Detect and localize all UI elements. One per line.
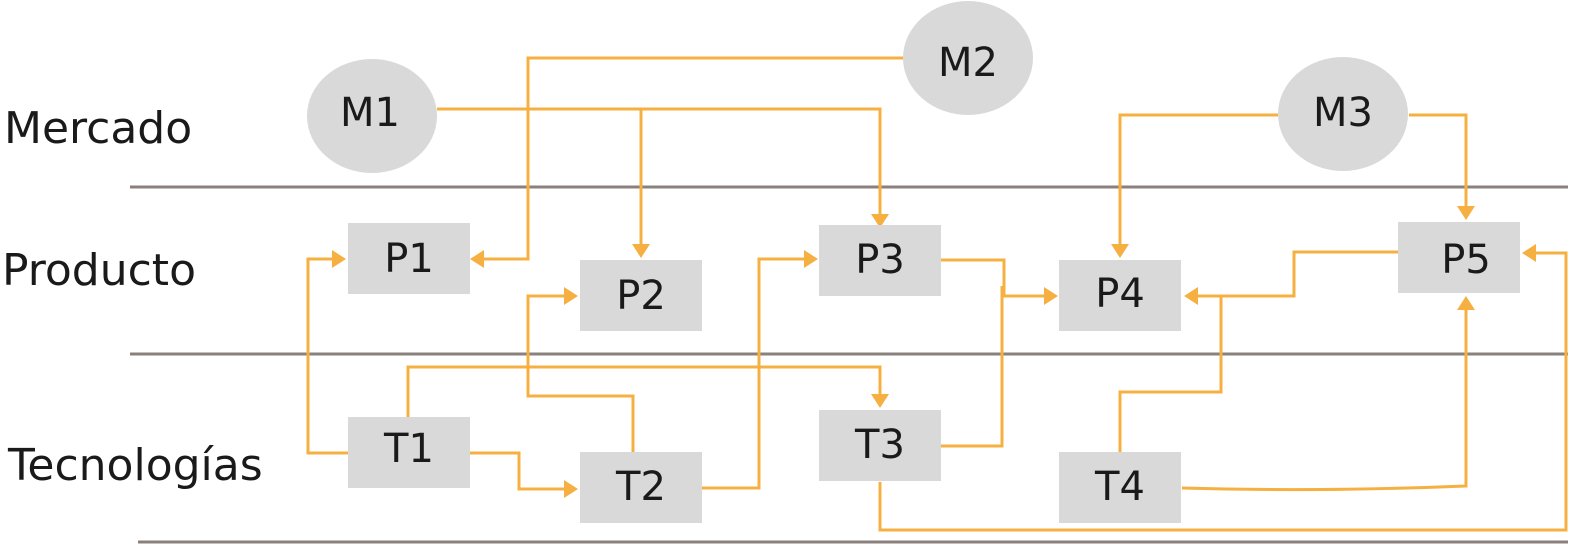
connector-t3-p5 [878, 251, 1568, 532]
connector-t1-t3 [406, 365, 882, 417]
market-m2: M2 [903, 1, 1033, 115]
connector-t1-p1 [306, 257, 348, 455]
technology-t4-box [1059, 452, 1181, 523]
arrowhead-t1-t3 [871, 394, 889, 408]
technology-t4-label: T4 [1094, 464, 1145, 510]
product-p4-label: P4 [1095, 271, 1145, 317]
technology-t3: T3 [819, 410, 941, 481]
product-p3-label: P3 [855, 237, 905, 283]
market-m1-label: M1 [340, 90, 400, 136]
connectors [306, 56, 1568, 532]
connector-t3-p4 [941, 286, 1004, 448]
market-m1-shape [307, 59, 437, 173]
market-m3-label: M3 [1313, 90, 1373, 136]
arrowhead-p3-p4 [1044, 287, 1058, 305]
connector-p3-p4 [941, 258, 1046, 298]
product-p1: P1 [348, 223, 470, 294]
connector-m3-p4 [1118, 113, 1278, 246]
arrowhead-t1-p1 [332, 250, 346, 268]
arrowhead-t1-t2 [564, 480, 578, 498]
technology-t4: T4 [1059, 452, 1181, 523]
technology-t3-label: T3 [854, 422, 905, 468]
product-p4: P4 [1059, 260, 1181, 331]
market-m3: M3 [1278, 57, 1408, 171]
arrowhead-m1-p2 [632, 244, 650, 258]
connector-t2-p3 [702, 257, 806, 490]
product-p2-box [580, 260, 702, 331]
arrowhead-m3-p4 [1111, 244, 1129, 258]
product-p3: P3 [819, 225, 941, 296]
market-m2-shape [903, 1, 1033, 115]
product-p2-label: P2 [616, 273, 666, 319]
technology-t2-box [580, 452, 702, 523]
arrowhead-p5-p4 [1184, 287, 1198, 305]
arrowhead-m2-p1 [470, 250, 484, 268]
product-p5-label: P5 [1441, 237, 1491, 283]
row-label-mercado: Mercado [4, 103, 192, 154]
arrowhead-t3-p5 [1522, 244, 1536, 262]
product-p4-box [1059, 260, 1181, 331]
technology-t2-label: T2 [615, 464, 666, 510]
technology-t3-box [819, 410, 941, 481]
market-m3-shape [1278, 57, 1408, 171]
product-p2: P2 [580, 260, 702, 331]
market-m1: M1 [307, 59, 437, 173]
arrowhead-m1-p3 [871, 214, 889, 228]
connector-t1-t2 [470, 451, 566, 491]
product-p5-box [1398, 222, 1520, 293]
connector-m1-p3 [437, 107, 882, 216]
market-m2-label: M2 [938, 40, 998, 86]
arrowhead-m3-p5 [1457, 206, 1475, 220]
row-label-tecnologias: Tecnologías [7, 440, 263, 491]
connector-m2-p1 [482, 56, 905, 261]
connector-t4-p4 [1118, 296, 1223, 452]
product-p5: P5 [1398, 222, 1520, 293]
arrowhead-t2-p3 [804, 250, 818, 268]
connector-t2-p2 [526, 294, 635, 452]
technology-t1: T1 [348, 417, 470, 488]
connector-m3-p5 [1409, 113, 1468, 208]
arrowhead-t4-p5 [1457, 296, 1475, 310]
row-label-producto: Producto [2, 245, 196, 296]
technology-t1-box [348, 417, 470, 488]
technology-t2: T2 [580, 452, 702, 523]
technology-t1-label: T1 [383, 426, 434, 472]
connector-t4-p5 [1181, 308, 1468, 492]
connector-p5-p4 [1196, 250, 1398, 298]
product-p1-label: P1 [384, 236, 434, 282]
product-p1-box [348, 223, 470, 294]
product-p3-box [819, 225, 941, 296]
arrowhead-t2-p2 [564, 287, 578, 305]
